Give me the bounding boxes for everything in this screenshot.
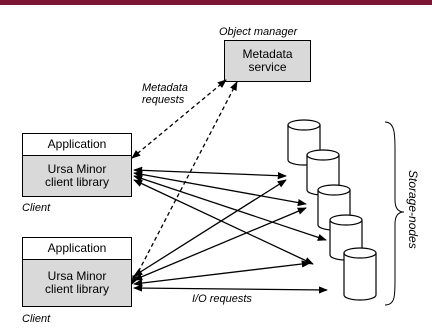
client1-application-box: Application <box>22 133 132 156</box>
io-arrow-c2-n2 <box>133 207 307 281</box>
metadata-arrow-client2 <box>131 81 238 285</box>
io-arrow-c2-n1 <box>133 179 287 277</box>
storage-nodes-brace <box>384 121 405 306</box>
io-arrow-c1-n2 <box>133 170 307 207</box>
client1-label: Client <box>22 202 51 214</box>
storage-node-cylinder <box>343 247 377 301</box>
header-accent-bar <box>0 0 432 5</box>
client2-library-box: Ursa Minor client library <box>22 259 132 307</box>
metadata-service-line1: Metadata <box>242 47 293 61</box>
object-manager-label: Object manager <box>219 26 298 38</box>
io-arrow-c1-n3 <box>133 175 327 241</box>
io-arrow-c1-n4 <box>133 179 314 265</box>
storage-nodes-label: Storage-nodes <box>406 170 420 249</box>
metadata-arrow-client1 <box>131 79 227 159</box>
io-requests-label: I/O requests <box>192 293 252 305</box>
client2-label: Client <box>22 313 51 325</box>
io-arrow-c2-n4 <box>133 284 328 294</box>
io-arrow-c2-n3 <box>133 260 311 287</box>
client2-library-line2: client library <box>44 282 110 296</box>
client1-library-line1: Ursa Minor <box>47 162 107 176</box>
metadata-service-box: Metadata service <box>224 40 311 82</box>
client1-library-line2: client library <box>44 175 110 189</box>
client1-library-box: Ursa Minor client library <box>22 155 132 197</box>
metadata-service-line2: service <box>248 60 287 74</box>
client2-library-line1: Ursa Minor <box>47 269 107 283</box>
io-arrow-c1-n1 <box>133 166 287 180</box>
